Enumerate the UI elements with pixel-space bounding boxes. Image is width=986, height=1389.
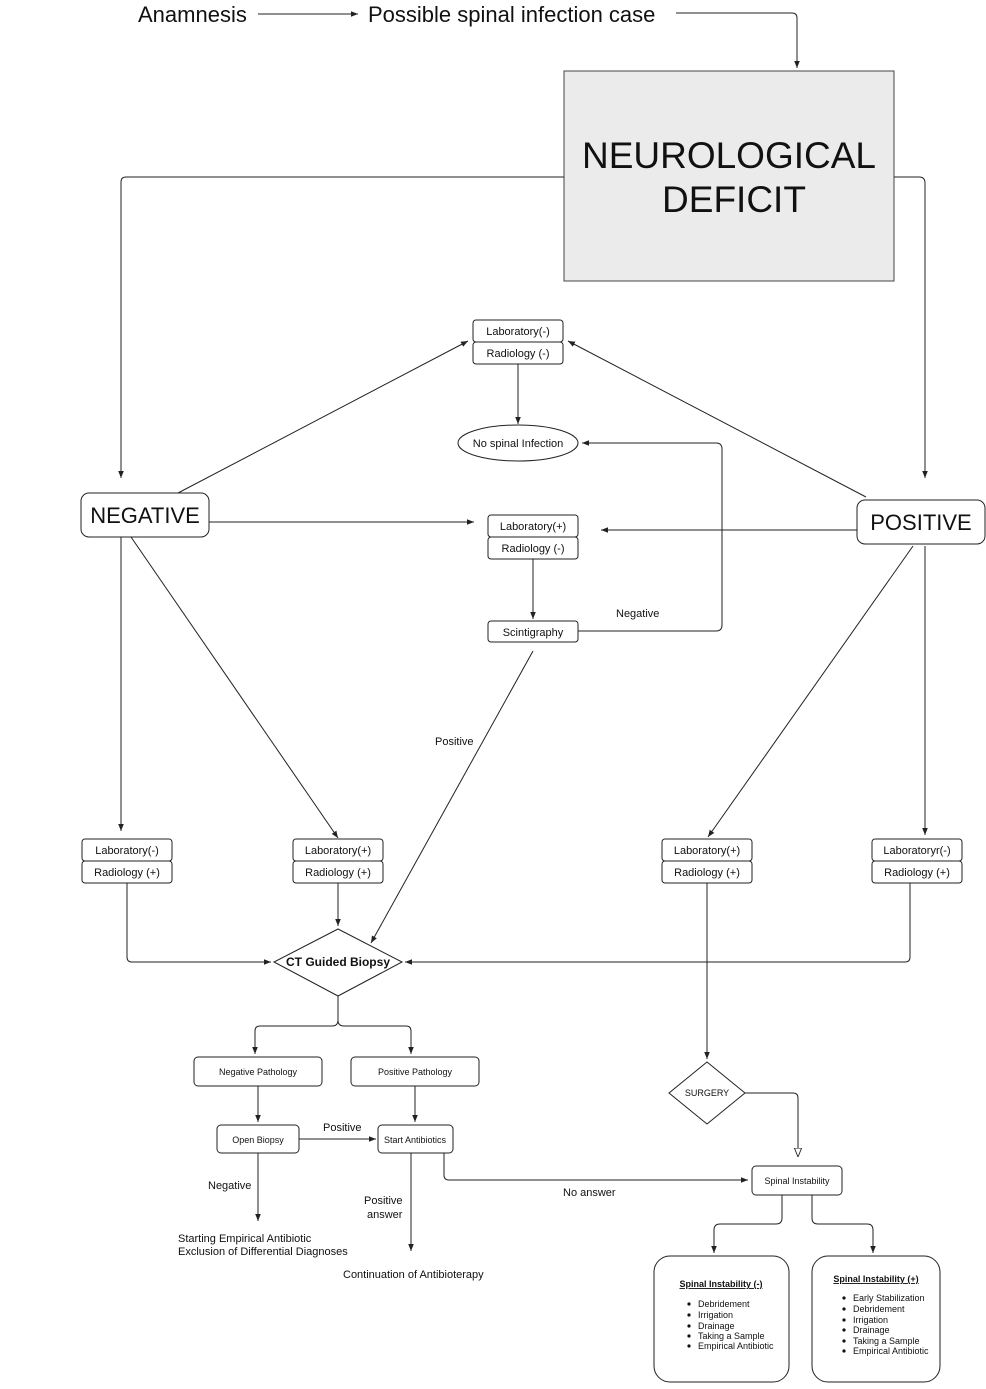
b4-rad-label: Radiology (+) (884, 867, 950, 879)
edge-label-open-negative: Negative (208, 1180, 251, 1192)
b3-lab-label: Laboratory(+) (674, 845, 740, 857)
bullet (842, 1296, 846, 1300)
top-rad-label: Radiology (-) (487, 348, 550, 360)
b1-rad-label: Radiology (+) (94, 867, 160, 879)
edge-b4-to-ct (405, 883, 911, 965)
open-biopsy-label: Open Biopsy (232, 1135, 284, 1145)
neurological-deficit-line1: NEUROLOGICAL (582, 135, 876, 176)
bullet (842, 1349, 846, 1353)
neurological-deficit-box (563, 70, 895, 282)
bullet (842, 1307, 846, 1311)
neurological-deficit-line2: DEFICIT (662, 179, 806, 220)
edge-b1-to-ct (126, 883, 271, 965)
bullet (842, 1318, 846, 1322)
edge-positive-to-b3 (707, 545, 914, 838)
edge-positive-to-top (567, 340, 867, 498)
instability-minus-item: Debridement (698, 1299, 750, 1309)
mid-lab-label: Laboratory(+) (500, 521, 566, 533)
anamnesis-label: Anamnesis (138, 2, 247, 27)
bullet (687, 1324, 691, 1328)
edge-label-positive-answer-2: answer (367, 1209, 403, 1221)
edge-label-positive-answer-1: Positive (364, 1195, 403, 1207)
ct-biopsy-label: CT Guided Biopsy (286, 955, 390, 969)
instability-minus-list: Debridement Irrigation Drainage Taking a… (687, 1299, 774, 1351)
b2-lab-label: Laboratory(+) (305, 845, 371, 857)
edge-ct-to-pos-pathology (337, 1019, 414, 1054)
empirical-text-line1: Starting Empirical Antibiotic (178, 1233, 312, 1245)
bullet (687, 1302, 691, 1306)
b4-lab-label: Laboratoryr(-) (883, 845, 950, 857)
empirical-text-line2: Exclusion of Differential Diagnoses (178, 1246, 348, 1258)
surgery-node (668, 1061, 746, 1125)
mid-rad-label: Radiology (-) (502, 543, 565, 555)
instability-plus-item: Taking a Sample (853, 1336, 920, 1346)
negative-label: NEGATIVE (90, 503, 200, 528)
continuation-text: Continuation of Antibioterapy (343, 1269, 484, 1281)
instability-plus-title: Spinal Instability (+) (833, 1274, 918, 1284)
b4-rad-box (871, 860, 963, 884)
instability-plus-item: Empirical Antibiotic (853, 1346, 929, 1356)
surgery-label: SURGERY (685, 1088, 729, 1098)
instability-minus-box (653, 1255, 790, 1383)
no-infection-label: No spinal Infection (473, 438, 564, 450)
edge-scintigraphy-positive (370, 650, 534, 944)
edge-ct-to-neg-pathology (252, 996, 339, 1054)
top-lab-label: Laboratory(-) (486, 326, 550, 338)
edge-case-to-neuro (676, 12, 800, 68)
edge-label-positive: Positive (435, 736, 474, 748)
bullet (842, 1339, 846, 1343)
edge-surgery-to-instability (745, 1092, 798, 1157)
edge-label-negative: Negative (616, 608, 659, 620)
edge-instability-to-minus (711, 1195, 783, 1253)
edge-instability-to-plus (811, 1195, 876, 1253)
edge-label-open-positive: Positive (323, 1122, 362, 1134)
edge-negative-to-b2 (130, 536, 339, 839)
negative-node (80, 492, 210, 538)
bullet (842, 1328, 846, 1332)
spinal-instability-label: Spinal Instability (764, 1176, 830, 1186)
positive-label: POSITIVE (870, 510, 971, 535)
no-infection-node (457, 424, 579, 462)
instability-plus-item: Drainage (853, 1325, 890, 1335)
instability-plus-item: Early Stabilization (853, 1293, 925, 1303)
b1-lab-label: Laboratory(-) (95, 845, 159, 857)
instability-minus-item: Taking a Sample (698, 1331, 765, 1341)
instability-plus-item: Irrigation (853, 1315, 888, 1325)
edge-neuro-to-negative (118, 176, 564, 478)
instability-minus-item: Irrigation (698, 1310, 733, 1320)
instability-plus-item: Debridement (853, 1304, 905, 1314)
edge-neuro-to-positive (894, 176, 928, 478)
edge-label-no-answer: No answer (563, 1187, 616, 1199)
bullet (687, 1313, 691, 1317)
bullet (687, 1334, 691, 1338)
instability-plus-list: Early Stabilization Debridement Irrigati… (842, 1293, 929, 1356)
scintigraphy-label: Scintigraphy (503, 627, 564, 639)
possible-case-label: Possible spinal infection case (368, 2, 655, 27)
edge-antibiotics-no-answer (443, 1153, 748, 1183)
neg-pathology-label: Negative Pathology (219, 1067, 298, 1077)
instability-minus-title: Spinal Instability (-) (679, 1279, 762, 1289)
start-antibiotics-node (377, 1124, 454, 1154)
pos-pathology-label: Positive Pathology (378, 1067, 453, 1077)
edge-negative-to-top (177, 340, 469, 494)
positive-node (856, 499, 986, 545)
start-antibiotics-label: Start Antibiotics (384, 1135, 447, 1145)
instability-minus-item: Drainage (698, 1321, 735, 1331)
b3-rad-label: Radiology (+) (674, 867, 740, 879)
spinal-instability-node (751, 1165, 843, 1196)
instability-minus-item: Empirical Antibiotic (698, 1341, 774, 1351)
edge-scintigraphy-negative (578, 440, 723, 632)
b2-rad-label: Radiology (+) (305, 867, 371, 879)
bullet (687, 1344, 691, 1348)
